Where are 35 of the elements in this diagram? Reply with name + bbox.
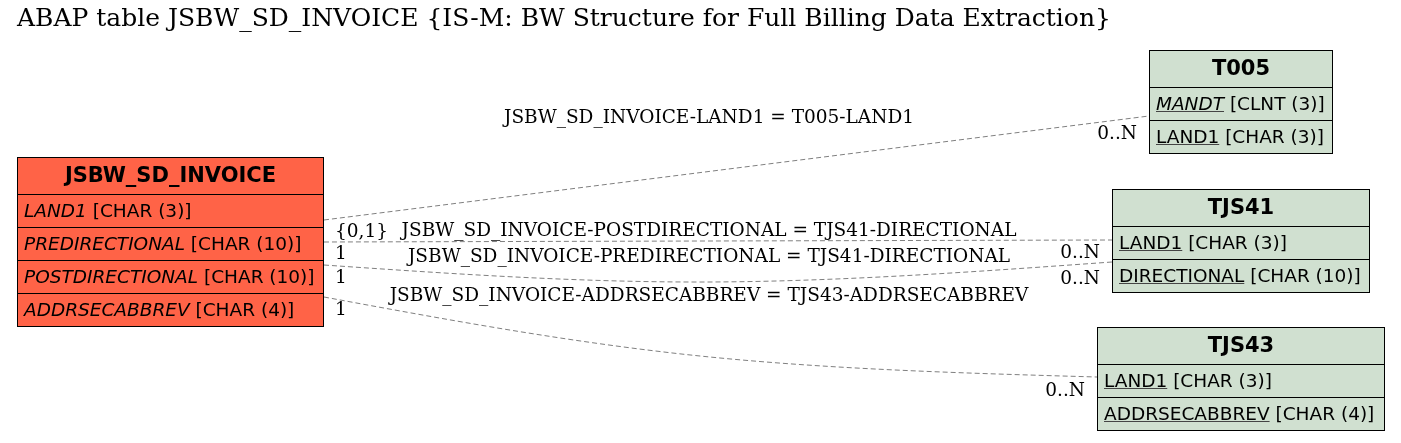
relationship-line [323,261,1113,283]
edge-label: JSBW_SD_INVOICE-LAND1 = T005-LAND1 [504,107,914,127]
field-label: MANDT [CLNT (3)] [1156,92,1325,116]
field-label: LAND1 [CHAR (3)] [1156,125,1324,149]
field-label: LAND1 [CHAR (3)] [24,199,192,223]
field-label: PREDIRECTIONAL [CHAR (10)] [24,232,302,256]
cardinality-label: 0..N [1060,243,1100,262]
cardinality-label: 1 [335,300,347,319]
field-label: DIRECTIONAL [CHAR (10)] [1119,264,1361,288]
table-name: T005 [1211,56,1271,82]
field-label: LAND1 [CHAR (3)] [1104,369,1272,393]
cardinality-label: 0..N [1097,124,1137,143]
field-label: POSTDIRECTIONAL [CHAR (10)] [24,265,315,289]
edge-label: JSBW_SD_INVOICE-PREDIRECTIONAL = TJS41-DIRECTIONAL [407,246,1011,266]
entity-table [1112,189,1370,293]
table-name: JSBW_SD_INVOICE [64,163,277,189]
cardinality-label: 0..N [1060,269,1100,288]
cardinality-label: 1 [335,244,347,263]
field-label: ADDRSECABBREV [CHAR (4)] [1104,402,1375,426]
table-name: TJS43 [1207,333,1275,359]
relationship-line [323,296,1098,378]
edge-label: JSBW_SD_INVOICE-ADDRSECABBREV = TJS43-ADDRSECABBREV [389,285,1029,305]
relationship-line [323,115,1150,221]
relationship-line [323,239,1113,243]
entity-table [1097,327,1385,431]
table-name: TJS41 [1207,195,1275,221]
field-label: ADDRSECABBREV [CHAR (4)] [24,298,295,322]
diagram-title: ABAP table JSBW_SD_INVOICE {IS-M: BW Structure for Full Billing Data Extraction} [17,3,1111,33]
edge-label: JSBW_SD_INVOICE-POSTDIRECTIONAL = TJS41-DIRECTIONAL [401,220,1017,240]
entity-table [1149,50,1333,154]
entity-table [17,157,324,327]
field-label: LAND1 [CHAR (3)] [1119,231,1287,255]
cardinality-label: {0,1} [335,222,388,241]
cardinality-label: 0..N [1045,381,1085,400]
cardinality-label: 1 [335,268,347,287]
